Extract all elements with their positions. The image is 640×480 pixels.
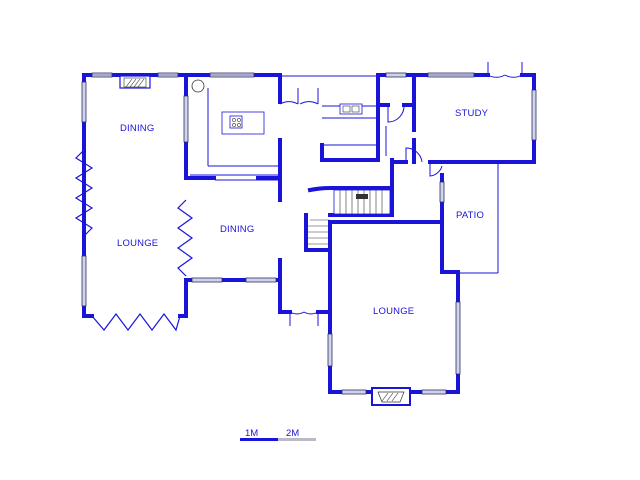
room-label-lounge-main: LOUNGE xyxy=(373,306,414,317)
folding-doors xyxy=(74,149,194,332)
windows xyxy=(81,72,537,395)
fireplace-icon-bottom xyxy=(371,387,411,406)
room-label-study: STUDY xyxy=(455,108,489,119)
scale-label-2m: 2M xyxy=(286,428,299,439)
staircase xyxy=(308,189,391,245)
kitchen-fixtures xyxy=(191,79,363,135)
column-icon xyxy=(191,79,205,93)
doors xyxy=(279,62,523,326)
room-label-patio: PATIO xyxy=(456,210,484,221)
scale-segment-1 xyxy=(240,438,278,441)
room-label-dining-left: DINING xyxy=(120,123,154,134)
scale-label-1m: 1M xyxy=(245,428,258,439)
sink-icon xyxy=(339,103,363,115)
kitchen-island xyxy=(221,111,265,135)
room-label-dining-center: DINING xyxy=(220,224,254,235)
scale-segment-2 xyxy=(278,438,316,441)
thin-guides xyxy=(190,75,499,274)
room-label-lounge-left: LOUNGE xyxy=(117,238,158,249)
fireplaces xyxy=(119,75,411,406)
scale-bar: 1M 2M xyxy=(240,428,316,441)
room-labels: DINING LOUNGE DINING STUDY PATIO LOUNGE xyxy=(117,108,489,317)
